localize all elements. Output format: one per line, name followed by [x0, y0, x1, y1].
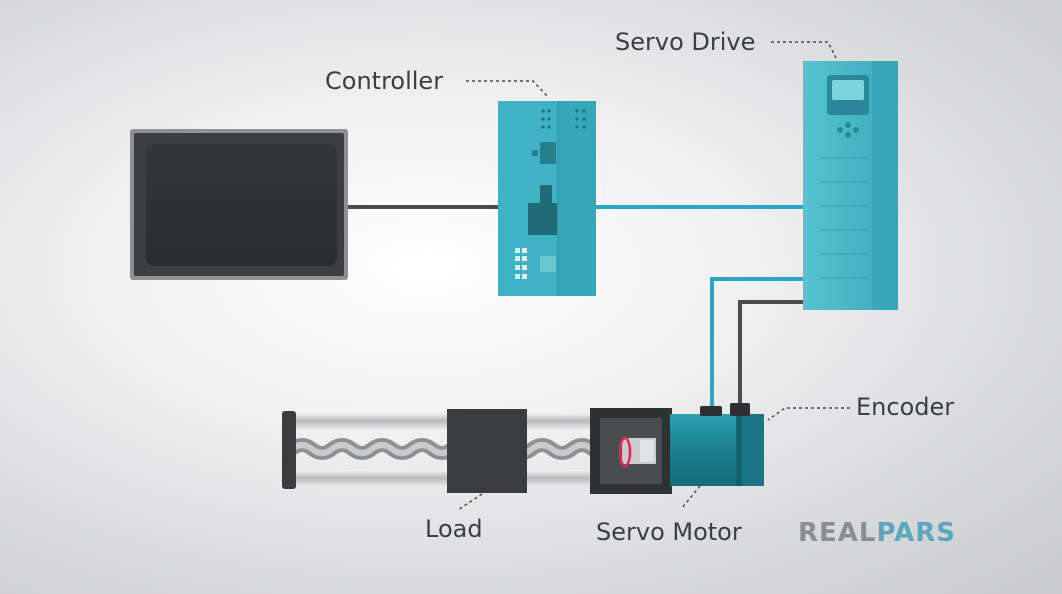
servo-drive-leader	[771, 41, 837, 59]
servo-drive-label: Servo Drive	[615, 28, 755, 56]
hmi-screen	[146, 144, 337, 266]
drive-motor-power-cable	[710, 277, 804, 408]
encoder-label: Encoder	[856, 393, 954, 421]
linear-actuator	[282, 408, 672, 494]
logo-part-1: REAL	[798, 518, 876, 548]
servo-motor-leader	[681, 485, 701, 509]
hmi-panel	[130, 129, 348, 280]
load-leader	[457, 493, 483, 511]
power-connector	[700, 406, 722, 416]
controller-device	[498, 101, 596, 296]
encoder-connector	[730, 403, 750, 416]
servo-motor-device	[670, 403, 764, 486]
encoder-leader	[767, 407, 850, 421]
controller-label: Controller	[325, 67, 443, 95]
servo-motor-label: Servo Motor	[596, 518, 742, 546]
load-carriage	[447, 409, 527, 493]
load-label: Load	[425, 515, 483, 543]
servo-drive-device	[803, 61, 898, 310]
realpars-logo: REALPARS	[798, 518, 956, 548]
cables	[346, 205, 804, 408]
encoder-feedback-cable	[738, 300, 804, 408]
left-end-block	[282, 411, 296, 489]
logo-part-2: PARS	[876, 518, 956, 548]
leader-lines	[457, 41, 850, 511]
rotation-indicator	[618, 436, 632, 468]
controller-leader	[466, 80, 549, 98]
